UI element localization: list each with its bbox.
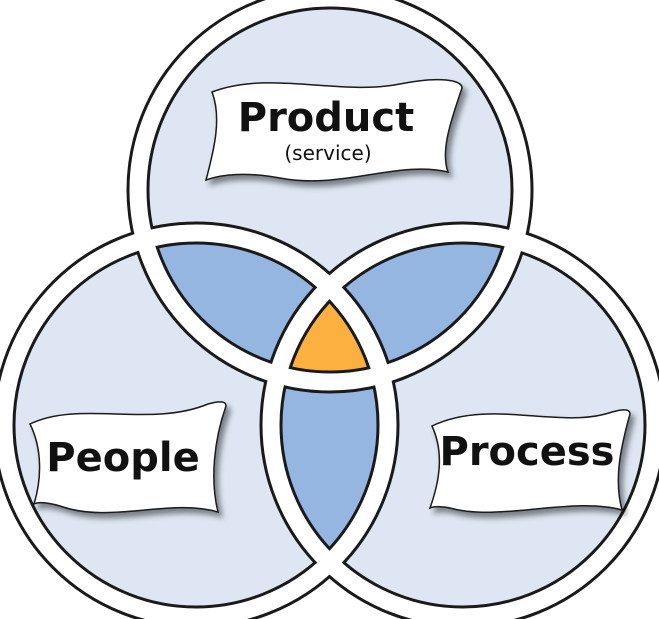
label-people-banner: People [28,401,227,514]
label-process-banner: Process [428,409,631,514]
product-label: Product [238,95,414,141]
process-label: Process [440,429,615,475]
label-product-banner: Product (service) [204,78,463,182]
product-sublabel: (service) [284,141,371,165]
people-label: People [46,435,199,481]
